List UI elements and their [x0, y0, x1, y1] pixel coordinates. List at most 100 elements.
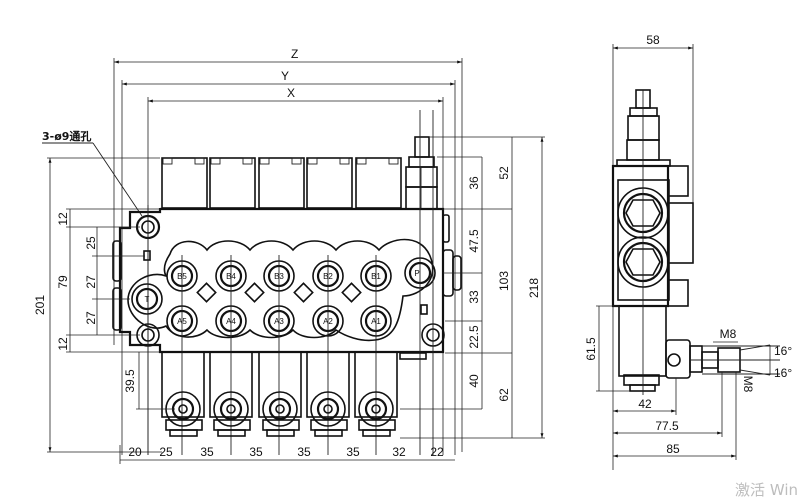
- thread-m8-side: M8: [741, 376, 755, 393]
- dimension-label: 33: [467, 290, 481, 304]
- drawing-line: [408, 156, 435, 168]
- drawing-line: [618, 305, 667, 377]
- dimension-label: 42: [638, 397, 652, 411]
- drawing-line: [209, 351, 253, 437]
- dimension-label: 103: [497, 271, 511, 291]
- dimension-label: 79: [56, 275, 70, 289]
- drawing-line: [405, 186, 438, 210]
- drawing-line: [275, 404, 285, 414]
- drawing-line: [629, 107, 658, 117]
- angle-lower: 16°: [774, 366, 792, 380]
- drawing-line: [739, 344, 771, 351]
- drawing-line: [162, 157, 173, 165]
- drawing-line: [316, 397, 340, 421]
- drawing-line: [314, 429, 343, 437]
- dimension-label: 85: [666, 442, 680, 456]
- drawing-line: [213, 391, 249, 427]
- dimension-label: 27: [84, 311, 98, 325]
- drawing-line: [405, 166, 438, 188]
- dimension-label: 218: [527, 278, 541, 298]
- dimension-label: 35: [297, 445, 311, 459]
- dimension-label: 25: [84, 236, 98, 250]
- dimension-label: 22: [430, 445, 444, 459]
- drawing-line: [196, 282, 217, 303]
- drawing-line: [244, 282, 265, 303]
- dimension-label: 22.5: [467, 325, 481, 349]
- drawing-line: [162, 157, 399, 165]
- drawing-line: [306, 157, 353, 209]
- drawing-line: [354, 351, 398, 418]
- drawing-line: [355, 157, 402, 209]
- drawing-line: [92, 142, 143, 217]
- drawing-line: [667, 353, 681, 367]
- drawing-line: [627, 115, 660, 141]
- drawing-line: [306, 351, 350, 418]
- drawing-line: [209, 351, 253, 418]
- dimension-label: 12: [56, 212, 70, 226]
- drawing-line: [209, 157, 256, 209]
- dimension-label: 35: [249, 445, 263, 459]
- drawing-line: [219, 397, 243, 421]
- drawing-line: [739, 369, 771, 376]
- angle-upper: 16°: [774, 344, 792, 358]
- drawing-line: [339, 157, 350, 165]
- drawing-line: [358, 391, 394, 427]
- dimension-label: 25: [159, 445, 173, 459]
- drawing-line: [291, 157, 302, 165]
- dimension-label: 201: [33, 295, 47, 315]
- drawing-line: [689, 345, 703, 373]
- drawing-line: [258, 351, 302, 418]
- drawing-line: [131, 283, 163, 315]
- port-t: T: [131, 283, 163, 315]
- dimension-label: 61.5: [584, 337, 598, 361]
- drawing-line: [414, 136, 430, 158]
- drawing-line: [178, 404, 188, 414]
- port-island: [127, 238, 434, 342]
- drawing-line: [112, 240, 122, 282]
- drawing-line: [259, 157, 270, 165]
- relief-valve: [405, 136, 438, 210]
- drawing-line: [399, 352, 427, 360]
- drawing-line: [364, 397, 388, 421]
- dimension-label: 35: [200, 445, 214, 459]
- front-view: Z Y X 3-ø9通孔: [33, 47, 545, 464]
- drawing-line: [217, 429, 246, 437]
- drawing-line: [356, 157, 367, 165]
- drawing-line: [420, 304, 428, 315]
- thread-m8-top: M8: [720, 327, 737, 341]
- dim-x-label: X: [287, 86, 295, 100]
- drawing-line: [667, 165, 689, 197]
- dimension-label: 39.5: [123, 369, 137, 393]
- drawing-line: [442, 214, 450, 243]
- drawing-line: [625, 199, 661, 227]
- drawing-line: [161, 351, 205, 418]
- mounting-holes: [135, 214, 445, 347]
- bottom-dimensions: 20 25 35 35 35 35 32 22: [119, 445, 455, 464]
- dimension-label: 35: [346, 445, 360, 459]
- ports: B5 B4 B3 B2 B1 P A5 A4 A3 A2 A1 T: [131, 257, 436, 337]
- drawing-line: [341, 282, 362, 303]
- drawing-line: [135, 287, 159, 311]
- drawing-line: [161, 351, 205, 437]
- drawing-line: [362, 429, 391, 437]
- drawing-line: [268, 397, 292, 421]
- drawing-line: [306, 351, 350, 437]
- dimension-label: 58: [646, 33, 660, 47]
- drawing-line: [667, 202, 694, 264]
- center-lines: [147, 110, 434, 455]
- drawing-line: [258, 351, 302, 437]
- dim-y-label: Y: [281, 69, 289, 83]
- drawing-line: [665, 339, 691, 379]
- drawing-line: [354, 351, 398, 437]
- dimension-label: T: [145, 295, 150, 304]
- drawing-line: [112, 287, 122, 331]
- drawing-line: [266, 429, 295, 437]
- drawing-line: [169, 429, 198, 437]
- drawing-line: [388, 157, 399, 165]
- dimension-label: 27: [84, 275, 98, 289]
- spool-handles: [161, 351, 427, 437]
- drawing-line: [307, 157, 318, 165]
- drawing-line: [629, 384, 656, 392]
- dimension-label: 20: [128, 445, 142, 459]
